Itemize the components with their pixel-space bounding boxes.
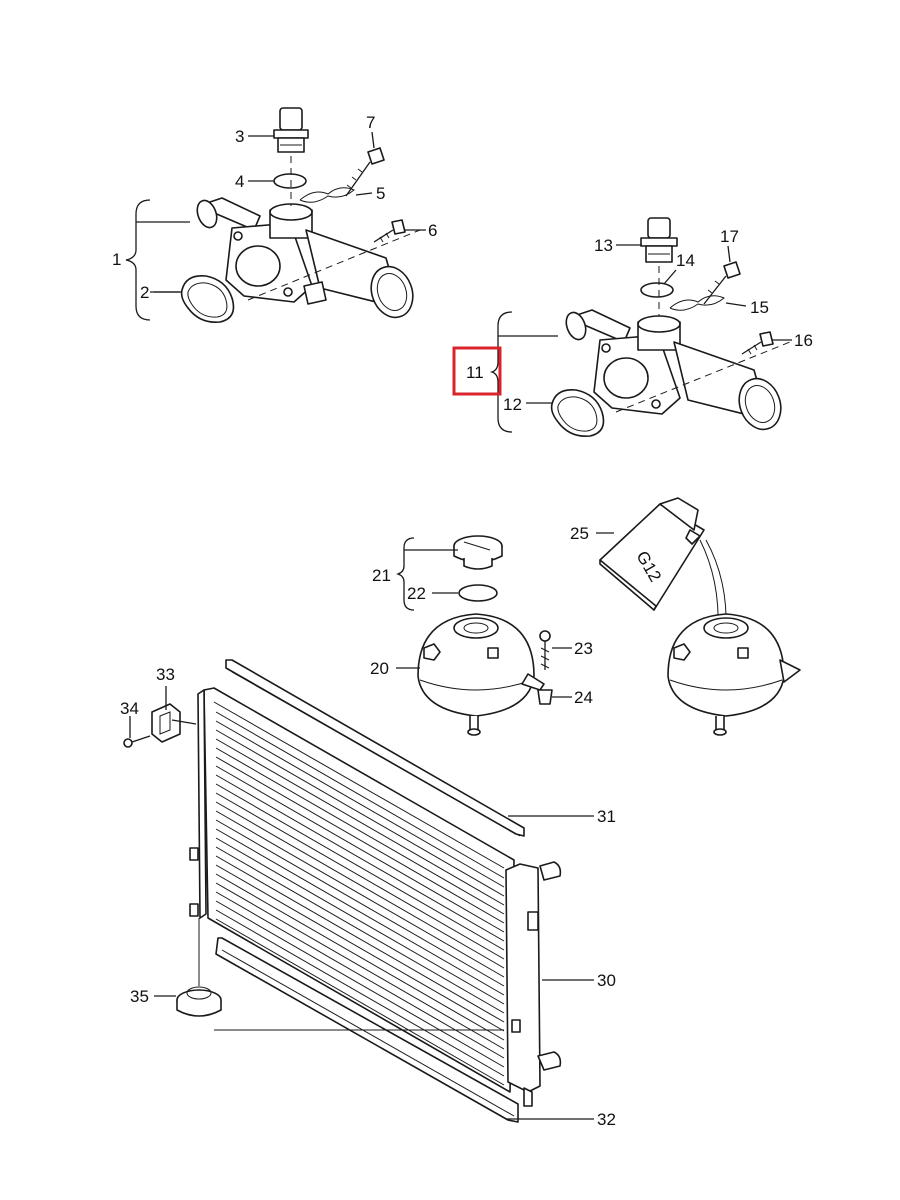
radiator-fin-line [215,801,505,969]
radiator-core [203,687,515,1093]
label-12: 12 [503,395,522,414]
gasket-5 [299,187,355,203]
label-7: 7 [366,113,375,132]
radiator-fin-line [215,738,505,906]
rubber-mount-35 [176,918,222,1017]
cap-seal-22 [458,584,498,602]
radiator-fins [215,711,505,1086]
label-13: 13 [594,236,613,255]
o-ring-4 [273,173,307,189]
radiator-assembly: 30 31 32 33 34 35 [120,659,616,1129]
bolt-17 [703,261,741,305]
label-20: 20 [370,659,389,678]
radiator-fin-line [215,855,505,1023]
radiator-fin-line [215,783,505,951]
temperature-sensor-13 [640,217,678,263]
flange-body-11 [565,309,782,431]
flange-body-1 [196,197,414,319]
bolt-6 [373,219,406,243]
expansion-tank-filled [667,613,801,736]
label-23: 23 [574,639,593,658]
brace-11 [489,311,513,433]
label-30: 30 [597,971,616,990]
radiator-fin-line [215,765,505,933]
label-11: 11 [466,363,484,382]
seal-strip-31 [225,659,525,837]
side-tank-30 [505,861,562,1107]
coolant-can-25: G12 [599,497,705,611]
radiator-fin-line [215,918,505,1086]
label-24: 24 [574,688,593,707]
coolant-fill-assembly: G12 25 [570,497,801,736]
label-21: 21 [372,566,391,585]
label-3: 3 [235,127,244,146]
label-6: 6 [428,221,437,240]
expansion-tank-assembly: 20 21 22 23 24 [370,535,593,736]
radiator-fin-line [215,720,505,888]
radiator-fin-line [215,900,505,1068]
bolt-16 [741,331,774,355]
gasket-12 [550,388,605,438]
label-15: 15 [750,298,769,317]
label-34: 34 [120,699,139,718]
radiator-fin-line [215,846,505,1014]
label-2: 2 [140,283,149,302]
expansion-tank-20 [417,613,545,736]
clip-24 [537,689,553,705]
brace-21 [395,537,415,611]
radiator-fin-line [215,837,505,1005]
radiator-fin-line [215,864,505,1032]
gasket-15 [669,295,725,311]
radiator-fin-line [215,729,505,897]
reservoir-cap [453,535,503,570]
label-17: 17 [720,227,739,246]
label-35: 35 [130,987,149,1006]
label-25: 25 [570,524,589,543]
label-31: 31 [597,807,616,826]
radiator-fin-line [215,747,505,915]
brace-1 [125,199,151,321]
label-16: 16 [794,331,813,350]
radiator-left-bracket [197,689,207,919]
radiator-fin-line [215,873,505,1041]
radiator-fin-line [215,810,505,978]
radiator-fin-line [215,819,505,987]
screw-23 [539,630,551,670]
radiator-fin-line [215,909,505,1077]
radiator-fin-line [215,774,505,942]
label-5: 5 [376,184,385,203]
bolt-7 [345,147,385,197]
radiator-fin-line [215,792,505,960]
highlight-box-11 [452,346,502,396]
label-1: 1 [112,250,121,269]
gasket-2 [180,274,235,324]
label-33: 33 [156,665,175,684]
screw-34 [123,735,151,748]
label-14: 14 [676,251,695,270]
radiator-fin-line [215,882,505,1050]
label-32: 32 [597,1110,616,1129]
label-4: 4 [235,172,244,191]
radiator-fin-line [215,828,505,996]
radiator-fin-line [215,711,505,879]
o-ring-14 [640,282,674,298]
coolant-flange-assembly-11: 11 12 13 14 15 16 17 [452,217,813,438]
temperature-sensor-3 [273,107,309,153]
label-22: 22 [407,584,426,603]
radiator-fin-line [215,891,505,1059]
radiator-fin-line [215,756,505,924]
coolant-flange-assembly-1: 1 2 3 4 5 6 7 [112,107,437,324]
mounting-bracket-33 [151,703,197,743]
